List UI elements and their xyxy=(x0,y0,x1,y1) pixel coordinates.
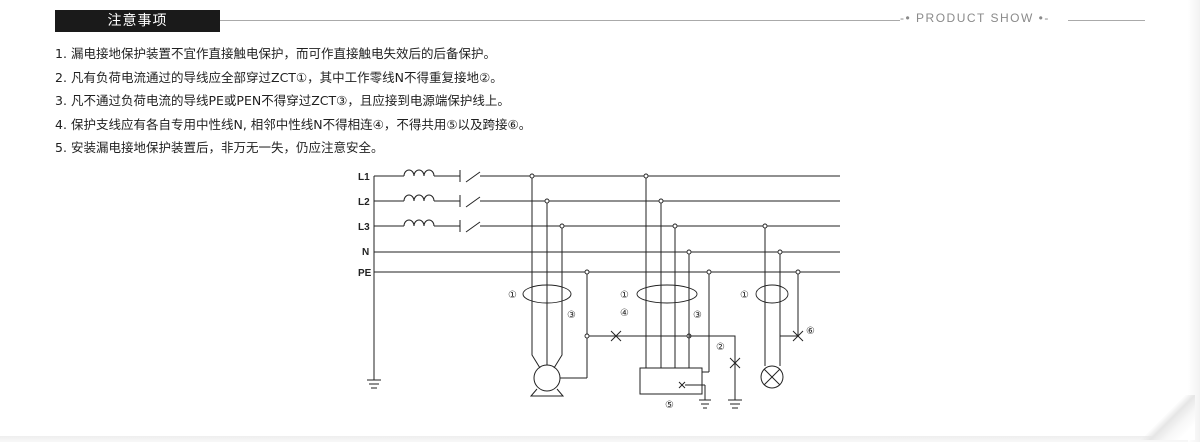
marker-zct: ① xyxy=(740,290,749,301)
source-ground xyxy=(367,176,381,389)
branch-load: ① ④ ③ ⑤ xyxy=(620,173,712,411)
zct-ring xyxy=(755,284,789,304)
section-title: 注意事项 xyxy=(107,13,168,29)
marker-shared: ⑤ xyxy=(665,400,674,411)
marker-neutral-link: ④ xyxy=(620,308,629,319)
marker-grounding: ② xyxy=(716,342,725,353)
note-item: 5.安装漏电接地保护装置后，非万无一失，仍应注意安全。 xyxy=(55,140,384,155)
neutral-ground: ② xyxy=(689,335,742,409)
marker-zct: ① xyxy=(620,290,629,301)
zct-ring xyxy=(522,284,572,304)
lamp-symbol xyxy=(760,365,784,389)
bus-label-l1: L1 xyxy=(358,172,370,183)
bus-label-pe: PE xyxy=(358,268,372,279)
note-item: 1.漏电接地保护装置不宜作直接触电保护，而可作直接触电失效后的后备保护。 xyxy=(55,46,497,61)
note-item: 3.凡不通过负荷电流的导线PE或PEN不得穿过ZCT③，且应接到电源端保护线上。 xyxy=(55,93,510,108)
marker-bridge: ⑥ xyxy=(806,326,815,337)
section-title-tab: 注意事项 xyxy=(55,10,220,32)
note-item: 4.保护支线应有各自专用中性线N, 相邻中性线N不得相连④，不得共用⑤以及跨接⑥… xyxy=(55,116,532,132)
page-shadow-right xyxy=(1188,0,1200,442)
bus-label-n: N xyxy=(362,247,369,258)
note-item: 2.凡有负荷电流通过的导线应全部穿过ZCT①，其中工作零线N不得重复接地②。 xyxy=(55,69,503,85)
branch-motor: ① ③ xyxy=(508,173,590,397)
marker-zct: ① xyxy=(508,290,517,301)
header-divider-right xyxy=(1068,20,1145,21)
header-divider xyxy=(220,20,900,21)
marker-pe-wire: ③ xyxy=(693,310,702,321)
page-curl xyxy=(1140,395,1195,440)
phase-l3-source xyxy=(374,219,840,233)
page-shadow-bottom xyxy=(0,436,1200,442)
branch-lamp: ① ⑥ xyxy=(740,223,815,389)
load-box xyxy=(639,367,703,395)
motor-symbol xyxy=(533,364,561,392)
bus-label-l2: L2 xyxy=(358,197,370,208)
phase-l2-source xyxy=(374,194,840,208)
phase-l1-source xyxy=(374,169,840,183)
bus-label-l3: L3 xyxy=(358,222,370,233)
notes-list: 1.漏电接地保护装置不宜作直接触电保护，而可作直接触电失效后的后备保护。 2.凡… xyxy=(55,42,531,160)
zct-ring xyxy=(636,284,698,304)
marker-pe-wire: ③ xyxy=(567,310,576,321)
product-show-label: -• PRODUCT SHOW •- xyxy=(900,11,1050,25)
